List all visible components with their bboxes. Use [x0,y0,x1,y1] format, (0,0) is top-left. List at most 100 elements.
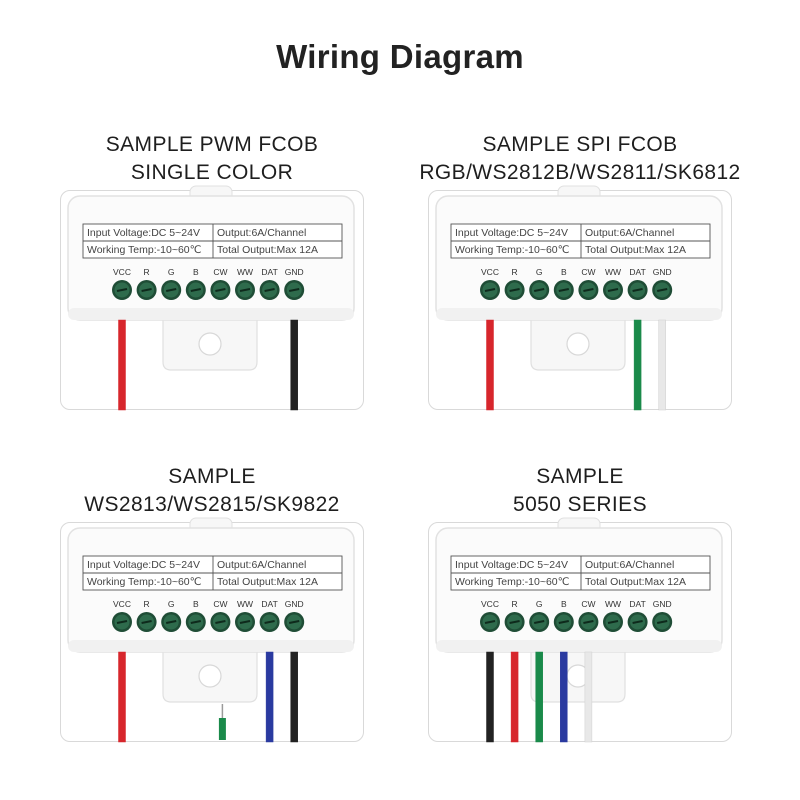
controller-body-shadow [436,308,722,320]
terminal-slot [215,620,226,624]
terminal-label-cw: CW [581,599,595,609]
terminal-label-b: B [193,599,199,609]
panel-title-line: SINGLE COLOR [130,161,294,184]
wire-g [535,651,543,743]
terminal-label-r: R [144,599,150,609]
spec-text-working-temp: Working Temp:-10~60℃ [455,244,569,256]
spec-text-output: Output:6A/Channel [585,227,674,239]
terminal-slot [289,620,300,624]
terminal-label-vcc: VCC [113,267,131,277]
terminal-slot [190,620,201,624]
panel-title-spi: SAMPLE SPI FCOB RGB/WS2812B/WS2811/SK681… [400,131,760,187]
terminal-label-b: B [193,267,199,277]
terminal-slot [484,620,496,624]
terminal-label-ww: WW [605,599,621,609]
terminal-slot [583,288,594,292]
panel-title-line: 5050 SERIES [513,493,647,516]
terminal-label-gnd: GND [285,267,304,277]
terminal-label-cw: CW [213,599,227,609]
spec-text-output: Output:6A/Channel [217,227,306,239]
terminal-slot [607,288,619,292]
panel-title-5050: SAMPLE 5050 SERIES [400,463,760,519]
spec-text-working-temp: Working Temp:-10~60℃ [87,244,201,256]
wire-cw [584,651,593,743]
controller-body-shadow [436,640,722,652]
spec-text-working-temp: Working Temp:-10~60℃ [87,576,201,588]
terminal-slot [239,288,251,292]
controller-device-pwm: Input Voltage:DC 5~24V Output:6A/ChannelW… [67,185,355,411]
panel-title-line: RGB/WS2812B/WS2811/SK6812 [419,161,741,184]
terminal-label-ww: WW [237,267,253,277]
wire-green [218,718,226,740]
wire-vcc [118,651,126,743]
controller-body-shadow [68,308,354,320]
terminal-label-gnd: GND [653,267,672,277]
controller-device-ws2813: Input Voltage:DC 5~24V Output:6A/ChannelW… [67,517,355,743]
spec-text-output: Output:6A/Channel [585,559,674,571]
terminal-slot [116,288,128,292]
terminal-slot [264,620,275,624]
terminal-label-b: B [561,267,567,277]
terminal-label-dat: DAT [261,267,277,277]
controller-device-5050: Input Voltage:DC 5~24V Output:6A/ChannelW… [435,517,723,743]
wire-r [510,651,519,743]
terminal-label-vcc: VCC [113,599,131,609]
terminal-label-r: R [144,267,150,277]
terminal-slot [509,288,520,292]
wire-vcc [118,319,126,411]
panel-title-line: SAMPLE [536,465,624,488]
terminal-label-r: R [512,599,518,609]
terminal-slot [509,620,520,624]
spec-text-total-output: Total Output:Max 12A [217,576,318,588]
mounting-hole [566,332,590,356]
spec-text-total-output: Total Output:Max 12A [585,244,686,256]
spec-text-input-voltage: Input Voltage:DC 5~24V [455,559,568,571]
terminal-slot [190,288,201,292]
wire-dat [633,319,642,411]
terminal-slot [607,620,619,624]
diagram-title: Wiring Diagram [276,38,524,75]
terminal-slot [583,620,594,624]
wire-gnd [290,319,298,411]
spec-text-input-voltage: Input Voltage:DC 5~24V [87,559,200,571]
terminal-label-g: G [536,267,543,277]
terminal-label-ww: WW [237,599,253,609]
terminal-label-dat: DAT [261,599,277,609]
terminal-slot [534,620,545,624]
terminal-label-dat: DAT [629,267,645,277]
terminal-slot [558,620,569,624]
terminal-slot [264,288,275,292]
terminal-label-cw: CW [581,267,595,277]
terminal-label-vcc: VCC [481,267,499,277]
terminal-slot [116,620,128,624]
panel-title-line: SAMPLE [168,465,256,488]
terminal-label-gnd: GND [285,599,304,609]
panel-title-line: SAMPLE SPI FCOB [482,133,678,156]
terminal-label-cw: CW [213,267,227,277]
terminal-label-b: B [561,599,567,609]
terminal-slot [289,288,300,292]
wire-gnd [658,319,666,411]
terminal-slot [534,288,545,292]
mounting-hole [198,332,222,356]
wire-vcc [486,319,494,411]
spec-text-total-output: Total Output:Max 12A [585,576,686,588]
spec-text-input-voltage: Input Voltage:DC 5~24V [87,227,200,239]
wire-dat [265,651,274,743]
spec-text-total-output: Total Output:Max 12A [217,244,318,256]
spec-text-working-temp: Working Temp:-10~60℃ [455,576,569,588]
terminal-slot [141,620,152,624]
terminal-label-gnd: GND [653,599,672,609]
terminal-slot [141,288,152,292]
panel-title-line: SAMPLE PWM FCOB [105,133,319,156]
spec-text-output: Output:6A/Channel [217,559,306,571]
terminal-slot [657,620,668,624]
wire-b [560,651,568,743]
terminal-label-g: G [168,599,175,609]
terminal-slot [632,620,643,624]
controller-body-shadow [68,640,354,652]
mounting-hole [198,664,222,688]
terminal-slot [166,288,177,292]
terminal-slot [632,288,643,292]
